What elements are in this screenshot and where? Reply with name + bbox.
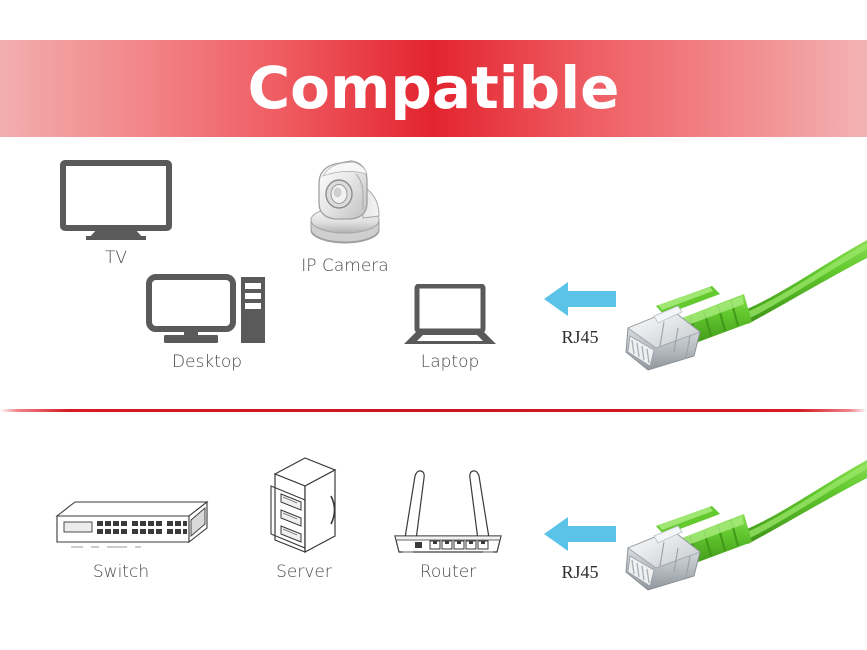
device-label-tv: TV (104, 248, 127, 268)
section-divider (0, 409, 867, 412)
device-item-tv: TV (52, 160, 180, 268)
ip-camera-icon (283, 158, 407, 250)
arrow-left-icon (528, 277, 632, 321)
device-item-laptop: Laptop (398, 284, 502, 372)
device-label-switch: Switch (92, 562, 150, 582)
rj45-label-top: RJ45 (561, 327, 599, 347)
ethernet-cable-bottom (620, 456, 867, 591)
wifi-router-icon (386, 464, 510, 556)
device-item-desktop: Desktop (141, 274, 273, 372)
device-item-switch: Switch (26, 494, 216, 582)
network-switch-icon (26, 494, 216, 556)
device-item-ip-camera: IP Camera (283, 158, 407, 276)
header-banner: Compatible (0, 40, 867, 137)
server-rack-icon (258, 456, 350, 556)
tv-icon (52, 160, 180, 242)
ethernet-cable-top (620, 236, 867, 371)
device-label-laptop: Laptop (420, 352, 480, 372)
device-label-ip-camera: IP Camera (301, 256, 389, 276)
laptop-icon (398, 284, 502, 346)
device-item-router: Router (386, 464, 510, 582)
arrow-left-icon (528, 512, 632, 556)
rj45-label-bottom: RJ45 (561, 562, 599, 582)
page-title: Compatible (247, 53, 620, 122)
device-label-server: Server (276, 562, 332, 582)
device-label-desktop: Desktop (171, 352, 243, 372)
device-label-router: Router (419, 562, 477, 582)
rj45-pointer-top: RJ45 (528, 277, 632, 348)
device-item-server: Server (258, 456, 350, 582)
desktop-icon (141, 274, 273, 346)
rj45-pointer-bottom: RJ45 (528, 512, 632, 583)
